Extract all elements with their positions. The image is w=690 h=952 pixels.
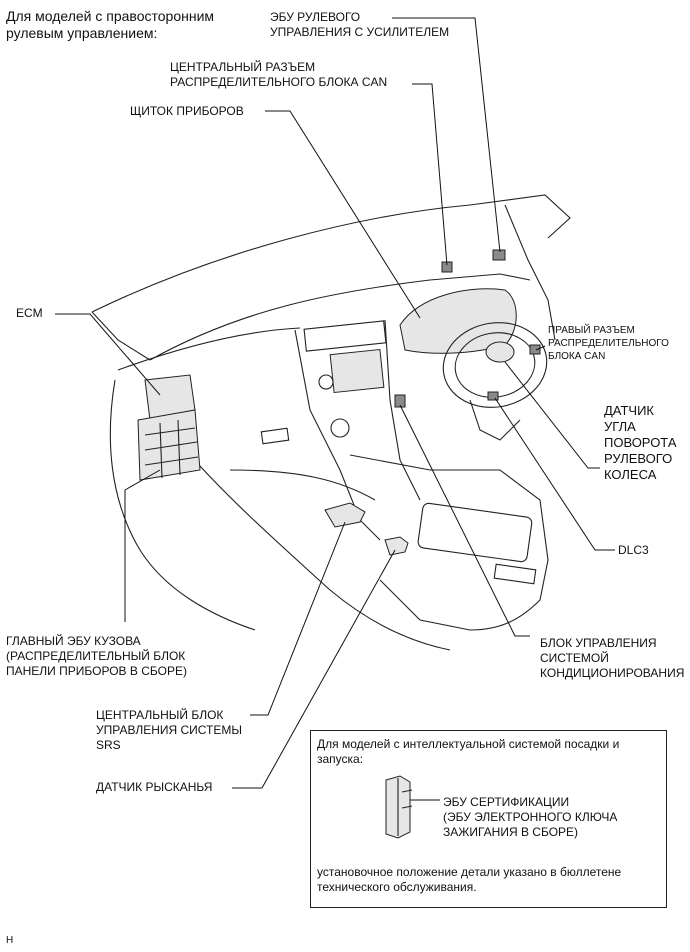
steering-wheel-inner [454, 332, 536, 398]
dlc3-marker [487, 391, 499, 401]
center-stack-right [384, 319, 421, 501]
label-meter: ЩИТОК ПРИБОРОВ [130, 104, 244, 119]
navigation-display [329, 348, 385, 394]
cert-ecu-bracket [397, 778, 413, 836]
glovebox-handle [260, 427, 290, 445]
label-steering-sensor: ДАТЧИК УГЛА ПОВОРОТА РУЛЕВОГО КОЛЕСА [604, 403, 676, 483]
label-steering-line-3: ПОВОРОТА [604, 435, 677, 450]
ac-amp-marker [394, 394, 406, 408]
dash-top [149, 273, 531, 361]
label-srs: ЦЕНТРАЛЬНЫЙ БЛОК УПРАВЛЕНИЯ СИСТЕМЫ SRS [96, 708, 242, 753]
label-main-body-ecu: ГЛАВНЫЙ ЭБУ КУЗОВА (РАСПРЕДЕЛИТЕЛЬНЫЙ БЛ… [6, 634, 187, 679]
label-main-body-line-1: ГЛАВНЫЙ ЭБУ КУЗОВА [6, 634, 141, 648]
label-ac-line-1: БЛОК УПРАВЛЕНИЯ [540, 636, 657, 650]
console-lid [417, 502, 533, 563]
center-stack [294, 329, 381, 541]
label-can-central-line-1: ЦЕНТРАЛЬНЫЙ РАЗЪЕМ [170, 60, 316, 74]
windshield-frame [91, 194, 571, 313]
left-door-line [109, 379, 256, 631]
label-steering-line-4: РУЛЕВОГО [604, 451, 673, 466]
inset-title-line-1: Для моделей с интеллектуальной системой … [317, 737, 620, 751]
leader-meter [265, 110, 421, 319]
inset-note: установочное положение детали указано в … [317, 865, 621, 895]
knob-lower [330, 418, 350, 438]
label-can-right-line-1: ПРАВЫЙ РАЗЪЕМ [548, 325, 635, 336]
label-srs-line-1: ЦЕНТРАЛЬНЫЙ БЛОК [96, 708, 224, 722]
label-eps-ecu-line-2: УПРАВЛЕНИЯ С УСИЛИТЕЛЕМ [270, 25, 450, 39]
right-a-pillar [504, 204, 556, 341]
steering-wheel-hub [485, 341, 515, 363]
label-ecm: ECM [16, 306, 43, 321]
label-can-right-line-3: БЛОКА CAN [548, 351, 606, 362]
inset-title-line-2: запуска: [317, 752, 364, 766]
inset-title: Для моделей с интеллектуальной системой … [317, 737, 619, 767]
label-can-central: ЦЕНТРАЛЬНЫЙ РАЗЪЕМ РАСПРЕДЕЛИТЕЛЬНОГО БЛ… [170, 60, 387, 90]
knob-left [318, 374, 334, 390]
label-yaw-line-1: ДАТЧИК РЫСКАНЬЯ [96, 780, 213, 794]
inset-cert-ecu-label: ЭБУ СЕРТИФИКАЦИИ (ЭБУ ЭЛЕКТРОННОГО КЛЮЧА… [443, 795, 617, 840]
label-steering-line-1: ДАТЧИК [604, 403, 654, 418]
main-body-ecu-unit [137, 409, 201, 481]
label-meter-line-1: ЩИТОК ПРИБОРОВ [130, 104, 244, 118]
smart-entry-inset: Для моделей с интеллектуальной системой … [310, 730, 667, 908]
center-console [349, 454, 549, 631]
floor-line [229, 469, 376, 501]
label-ac-amp: БЛОК УПРАВЛЕНИЯ СИСТЕМОЙ КОНДИЦИОНИРОВАН… [540, 636, 684, 681]
label-can-right: ПРАВЫЙ РАЗЪЕМ РАСПРЕДЕЛИТЕЛЬНОГО БЛОКА C… [548, 324, 669, 363]
label-main-body-line-3: ПАНЕЛИ ПРИБОРОВ В СБОРЕ) [6, 664, 187, 678]
can-right-marker [529, 344, 541, 355]
inset-cert-line-3: ЗАЖИГАНИЯ В СБОРЕ) [443, 825, 579, 839]
leader-eps [392, 17, 501, 253]
leader-can-central [412, 83, 448, 266]
dash-lower-edge [117, 327, 301, 371]
label-steering-line-5: КОЛЕСА [604, 467, 657, 482]
label-yaw-sensor: ДАТЧИК РЫСКАНЬЯ [96, 780, 212, 795]
inset-cert-line-1: ЭБУ СЕРТИФИКАЦИИ [443, 795, 570, 809]
label-can-right-line-2: РАСПРЕДЕЛИТЕЛЬНОГО [548, 338, 669, 349]
label-main-body-line-2: (РАСПРЕДЕЛИТЕЛЬНЫЙ БЛОК [6, 649, 186, 663]
eps-ecu-marker [492, 249, 506, 261]
label-eps-ecu: ЭБУ РУЛЕВОГО УПРАВЛЕНИЯ С УСИЛИТЕЛЕМ [270, 10, 449, 40]
srs-unit [324, 502, 366, 528]
leader-lines [55, 17, 615, 801]
label-can-central-line-2: РАСПРЕДЕЛИТЕЛЬНОГО БЛОКА CAN [170, 75, 388, 89]
label-dlc3-line-1: DLC3 [618, 543, 649, 557]
steering-wheel-rim [442, 322, 548, 408]
label-ecm-line-1: ECM [16, 306, 43, 320]
page-header: Для моделей с правосторонним рулевым упр… [6, 8, 214, 42]
header-line-2: рулевым управлением: [6, 25, 158, 41]
leader-steering [504, 361, 600, 469]
left-footwell [189, 454, 451, 651]
figure-code: H [6, 935, 14, 946]
rear-vent [493, 563, 537, 585]
label-steering-line-2: УГЛА [604, 419, 636, 434]
upper-vents [303, 320, 387, 352]
leader-can-right [535, 345, 546, 351]
leader-ecm [55, 313, 161, 396]
left-a-pillar [91, 311, 151, 361]
label-srs-line-2: УПРАВЛЕНИЯ СИСТЕМЫ [96, 723, 243, 737]
steering-column [469, 399, 521, 441]
label-srs-line-3: SRS [96, 738, 121, 752]
main-body-grid [144, 419, 199, 479]
inset-note-line-1: установочное положение детали указано в … [317, 865, 622, 879]
leader-ac [399, 404, 530, 637]
leader-main-body [124, 469, 161, 622]
label-dlc3: DLC3 [618, 543, 649, 558]
leader-dlc3 [494, 397, 615, 551]
inset-note-line-2: технического обслуживания. [317, 880, 477, 894]
inset-cert-line-2: (ЭБУ ЭЛЕКТРОННОГО КЛЮЧА [443, 810, 618, 824]
leader-srs [250, 521, 346, 716]
leader-yaw [232, 549, 396, 789]
label-eps-ecu-line-1: ЭБУ РУЛЕВОГО [270, 10, 361, 24]
yaw-sensor-unit [384, 536, 409, 556]
label-ac-line-2: СИСТЕМОЙ [540, 651, 609, 665]
header-line-1: Для моделей с правосторонним [6, 8, 215, 24]
label-ac-line-3: КОНДИЦИОНИРОВАНИЯ [540, 666, 685, 680]
instrument-cluster [399, 288, 517, 354]
